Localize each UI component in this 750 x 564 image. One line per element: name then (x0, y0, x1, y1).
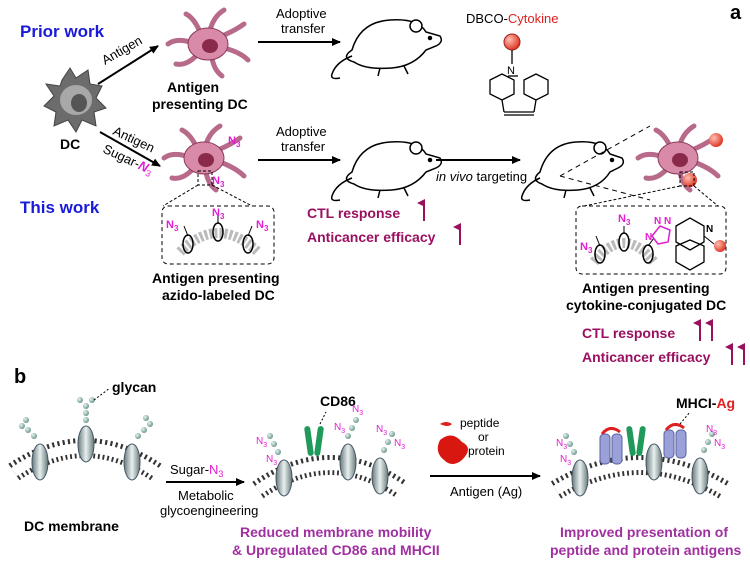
improved-presentation-label-1: Improved presentation of (560, 524, 728, 540)
n3-b-1: N3 (256, 436, 267, 449)
n3-b-5: N3 (376, 424, 387, 437)
reduced-mobility-label-2: & Upregulated CD86 and MHCII (232, 542, 440, 558)
improved-presentation-label-2: peptide and protein antigens (550, 542, 742, 558)
cytokine-inset-box (575, 205, 727, 275)
mouse-icon-right (520, 141, 625, 202)
transfer-label-middle: transfer (281, 139, 326, 154)
n3-inset-2: N3 (212, 207, 225, 221)
membrane-3 (550, 423, 730, 499)
azido-inset-box (161, 205, 275, 265)
ctl-response-2: CTL response (582, 325, 675, 341)
n3-b-10: N3 (706, 424, 717, 437)
triazole-n-label-2: N (664, 216, 671, 227)
glycoengineering-label: glycoengineering (160, 503, 258, 518)
membrane-1 (8, 397, 162, 481)
transfer-label-top: transfer (281, 21, 326, 36)
n3-inset-5: N3 (618, 213, 631, 227)
antigen-presenting-dc-icon (165, 7, 251, 79)
zoom-box-cytokine (679, 171, 695, 187)
anticancer-efficacy-2: Anticancer efficacy (582, 349, 711, 365)
n3-b-7: N3 (556, 438, 567, 451)
protein-label: protein (468, 444, 505, 458)
antigen-presenting-dc-label-2: presenting DC (152, 96, 248, 112)
azido-dc-label-2: azido-labeled DC (162, 287, 275, 303)
antigen-presenting-dc-label-1: Antigen (167, 79, 219, 95)
peptide-icon (440, 422, 452, 426)
in-vivo-targeting-label: in vivo targeting (436, 169, 527, 184)
azido-labeled-dc-icon (161, 123, 247, 193)
dbco-cytokine-label: DBCO-Cytokine (466, 11, 558, 26)
protein-icon (437, 435, 468, 464)
azido-membrane-inset (176, 216, 262, 256)
cytokine-dc-label-1: Antigen presenting (582, 280, 710, 296)
dbco-structure: N (489, 50, 549, 116)
n3-inset-3: N3 (256, 219, 269, 233)
mhci-ag-label: MHCI-Ag (676, 395, 735, 411)
cytokine-dc-label-2: cytokine-conjugated DC (566, 297, 726, 313)
zoom-box-azido (197, 170, 213, 186)
metabolic-label: Metabolic (178, 488, 234, 503)
n3-b-8: N3 (560, 454, 571, 467)
antigen-label-top: Antigen (99, 33, 145, 68)
n3-inset-4: N3 (580, 241, 593, 255)
cytokine-ball-icon (503, 33, 521, 51)
panel-b-letter: b (14, 366, 26, 388)
arrow-antigen-top (97, 45, 159, 85)
dc-label: DC (60, 136, 80, 152)
arrow-antigen-sugar (99, 131, 161, 167)
panel-a-letter: a (730, 2, 742, 24)
anticancer-efficacy-1: Anticancer efficacy (307, 229, 436, 245)
mouse-icon-top (330, 19, 443, 80)
cytokine-membrane-inset (590, 217, 726, 271)
azido-dc-label-1: Antigen presenting (152, 270, 280, 286)
dbco-n-label-inset: N (706, 224, 713, 235)
adoptive-label-middle: Adoptive (276, 124, 327, 139)
triazole-n-label-1: N (654, 216, 661, 227)
cd86-label: CD86 (320, 393, 356, 409)
membrane-2 (252, 417, 408, 499)
n3-b-9: N3 (714, 438, 725, 451)
n3-b-3: N3 (352, 404, 363, 417)
prior-work-label: Prior work (20, 22, 105, 41)
this-work-label: This work (20, 198, 100, 217)
svg-text:N: N (507, 65, 515, 77)
n3-b-6: N3 (394, 438, 405, 451)
dc-membrane-label: DC membrane (24, 518, 119, 534)
cytokine-conjugated-dc-icon (635, 123, 723, 193)
n3-label-2: N3 (212, 175, 225, 189)
n3-inset-1: N3 (166, 219, 179, 233)
peptide-label: peptide (460, 416, 500, 430)
antigen-ag-label: Antigen (Ag) (450, 484, 522, 499)
reduced-mobility-label-1: Reduced membrane mobility (240, 524, 432, 540)
glycan-label: glycan (112, 379, 156, 395)
or-label: or (478, 430, 489, 444)
sugar-n3-b: Sugar-N3 (170, 462, 223, 479)
n3-b-4: N3 (334, 422, 345, 435)
dc-cell-icon (43, 67, 107, 133)
mouse-icon-middle (330, 141, 443, 202)
triazole-n-label-3: N (645, 232, 652, 243)
n3-label-1: N3 (228, 135, 241, 149)
ctl-response-1: CTL response (307, 205, 400, 221)
n3-b-2: N3 (266, 454, 277, 467)
adoptive-label-top: Adoptive (276, 6, 327, 21)
